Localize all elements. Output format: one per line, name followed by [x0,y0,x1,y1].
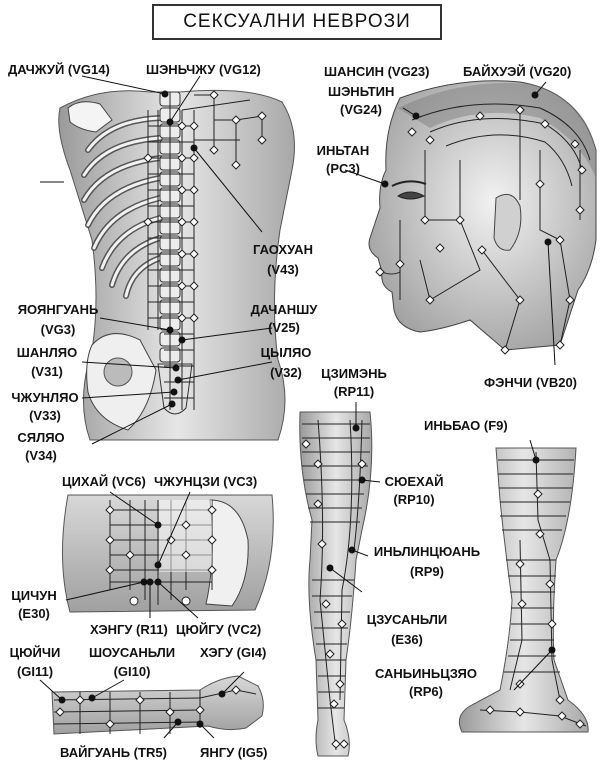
forearm-figure [39,671,264,739]
leg-inner-figure [458,439,589,733]
label-shousanli-1: ШОУСАНЬЛИ [88,645,176,660]
label-ciliao-2: (V32) [270,365,302,380]
head-profile [344,80,597,366]
label-shenzhu: ШЭНЬЧЖУ (VG12) [146,62,261,77]
label-shenting-1: ШЭНЬТИН [328,84,395,99]
label-waiguan: ВАЙГУАНЬ (TR5) [60,745,167,760]
label-shangliao-1: ШАНЛЯО [16,345,78,360]
page-title: СЕКСУАЛНИ НЕВРОЗИ [152,4,442,40]
label-quchi-1: ЦЮЙЧИ [9,645,61,660]
label-baihui: БАЙХУЭЙ (VG20) [463,64,572,79]
label-zhongliao-1: ЧЖУНЛЯО [11,390,79,405]
label-sanyinjiao-2: (RP6) [409,684,443,699]
label-henggu: ХЭНГУ (R11) [90,622,168,637]
label-gaohuang-2: (V43) [267,262,299,277]
label-zusanli-2: (E36) [391,632,423,647]
label-gaohuang-1: ГАОХУАН [253,242,313,257]
abdomen-figure [61,491,274,619]
label-qihai: ЦИХАЙ (VC6) [62,474,146,489]
label-qugu: ЦЮЙГУ (VC2) [176,622,262,637]
label-qichong-1: ЦИЧУН [11,588,57,603]
label-zusanli-1: ЦЗУСАНЬЛИ [366,612,448,627]
label-shousanli-2: (GI10) [113,664,151,679]
label-shangliao-2: (V31) [31,364,63,379]
label-zhongliao-2: (V33) [29,408,61,423]
label-yanggu: ЯНГУ (IG5) [200,745,268,760]
label-sanyinjiao-1: САНЬИНЬЦЗЯО [374,666,478,681]
label-dazhzhui: ДАЧЖУЙ (VG14) [8,62,110,77]
label-shenting-2: (VG24) [340,102,382,117]
label-xuehai-1: СЮЕХАЙ [384,474,444,489]
label-yintang-2: (PC3) [326,161,360,176]
label-yinlingquan-1: ИНЬЛИНЦЮАНЬ [373,544,481,559]
label-yinbao: ИНЬБАО (F9) [424,418,508,433]
label-xialiao-1: СЯЛЯО [17,430,65,445]
label-qichong-2: (E30) [18,606,50,621]
back-figure [40,75,295,445]
label-ciliao-1: ЦЫЛЯО [260,345,312,360]
label-fengchi: ФЭНЧИ (VB20) [484,375,577,390]
label-xuehai-2: (RP10) [393,492,435,507]
leg-front-figure [299,402,381,757]
label-yintang-1: ИНЬТАН [316,143,370,158]
label-jimen-1: ЦЗИМЭНЬ [321,366,387,381]
label-shangxing: ШАНСИН (VG23) [324,64,430,79]
label-jimen-2: (RP11) [333,384,375,399]
label-dachangshu-1: ДАЧАНШУ [250,302,318,317]
label-yaoyangguan-1: ЯОЯНГУАНЬ [17,302,99,317]
label-yaoyangguan-2: (VG3) [40,322,76,337]
label-xialiao-2: (V34) [25,448,57,463]
label-hegu: ХЭГУ (GI4) [200,645,267,660]
label-quchi-2: (GI11) [16,664,54,679]
label-yinlingquan-2: (RP9) [410,564,444,579]
label-zhongji: ЧЖУНЦЗИ (VC3) [154,474,258,489]
label-dachangshu-2: (V25) [268,320,300,335]
